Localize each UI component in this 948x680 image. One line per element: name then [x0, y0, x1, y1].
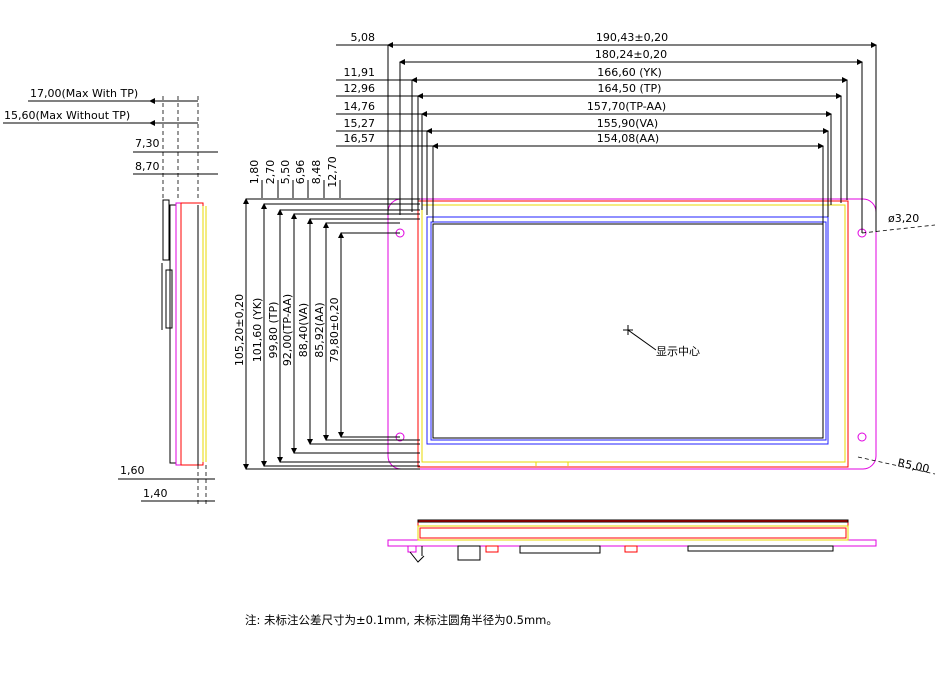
dim-160: 1,60 [120, 464, 145, 477]
dim-730: 7,30 [135, 137, 160, 150]
top-dim-label: 14,76 [344, 100, 376, 113]
display-center-label: 显示中心 [656, 345, 700, 358]
front-view: 显示中心 ø3,20 R5,00 190,43±0,20 5,08 180,24±0… [233, 31, 936, 476]
top-dim-label: 11,91 [344, 66, 376, 79]
aa-rect [426, 216, 829, 445]
tp-rect [417, 200, 849, 468]
yk-rect [421, 204, 846, 463]
bottom-glass [387, 539, 877, 547]
vertical-offset-label: 5,50 [279, 160, 292, 185]
dim-870: 8,70 [135, 160, 160, 173]
vertical-dimensions: 105,20±0,20 101,60 (YK)99,80 (TP)92,00(TP… [233, 198, 344, 470]
vertical-offset-label: 2,70 [264, 160, 277, 185]
vertical-dim-value: 105,20±0,20 [233, 294, 246, 366]
vertical-dim-value: 79,80±0,20 [328, 297, 341, 362]
mount-hole [857, 432, 867, 442]
drawing-note: 注: 未标注公差尺寸为±0.1mm, 未标注圆角半径为0.5mm。 [245, 613, 558, 627]
corner-radius-label: R5,00 [896, 456, 930, 475]
dim-max-without-tp: 15,60(Max Without TP) [4, 109, 130, 122]
top-dim-label: 5,08 [351, 31, 376, 44]
vertical-offset-label: 1,80 [248, 160, 261, 185]
top-dimensions: 190,43±0,20 5,08 180,24±0,20 166,60 (YK) 11,… [336, 31, 877, 149]
top-dim-value: 190,43±0,20 [596, 31, 668, 44]
vertical-offset-label: 12,70 [326, 156, 339, 188]
bottom-view [387, 519, 877, 563]
vertical-offset-label: 8,48 [310, 160, 323, 185]
vertical-offset-label: 6,96 [294, 160, 307, 185]
vertical-dim-value: 85,92(AA) [313, 302, 326, 357]
side-view: 17,00(Max With TP) 15,60(Max Without TP)… [3, 87, 218, 505]
vertical-dim-value: 92,00(TP-AA) [281, 294, 294, 366]
vertical-dim-value: 101,60 (YK) [251, 298, 264, 363]
top-dim-value: 166,60 (YK) [597, 66, 662, 79]
vertical-dim-value: 99,80 (TP) [267, 302, 280, 359]
top-dim-value: 155,90(VA) [597, 117, 658, 130]
top-dim-value: 164,50 (TP) [598, 82, 662, 95]
top-dim-label: 15,27 [344, 117, 376, 130]
hole-dia-label: ø3,20 [888, 212, 919, 225]
top-dim-value: 154,08(AA) [597, 132, 659, 145]
top-dim-label: 16,57 [344, 132, 376, 145]
top-dim-value: 157,70(TP-AA) [587, 100, 666, 113]
top-dim-label: 12,96 [344, 82, 376, 95]
outline-rect [387, 198, 877, 470]
top-dim-value: 180,24±0,20 [595, 48, 667, 61]
dim-140: 1,40 [143, 487, 168, 500]
dim-max-with-tp: 17,00(Max With TP) [30, 87, 138, 100]
vertical-dim-value: 88,40(VA) [297, 303, 310, 357]
